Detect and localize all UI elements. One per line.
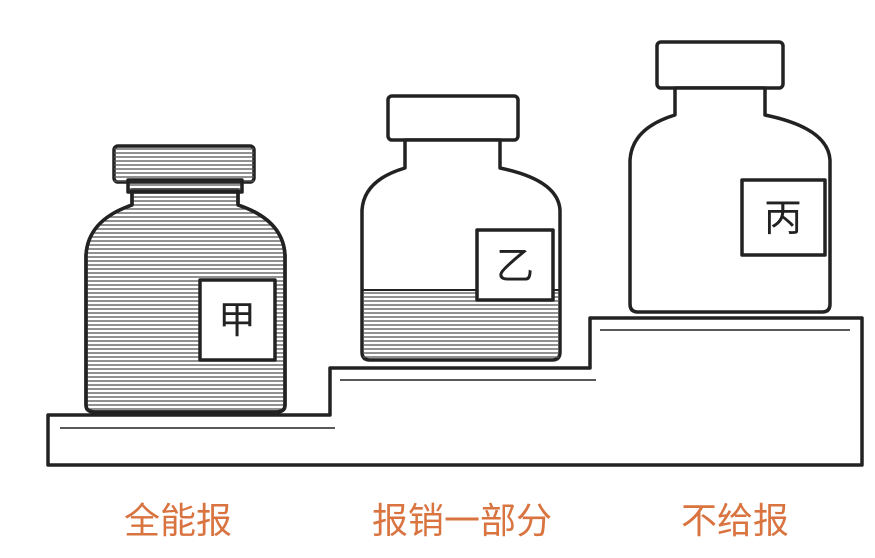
- caption-full-reimburse: 全能报: [123, 501, 233, 542]
- jar-bing: [628, 40, 832, 314]
- jar-label-jia: 甲: [218, 298, 256, 342]
- caption-no-reimburse: 不给报: [680, 501, 790, 542]
- jar-yi: [360, 94, 562, 362]
- jar-jia: [84, 144, 287, 414]
- caption-partial-reimburse: 报销一部分: [371, 501, 553, 542]
- jar-label-bing: 丙: [764, 196, 802, 240]
- jar-label-yi: 乙: [496, 244, 534, 288]
